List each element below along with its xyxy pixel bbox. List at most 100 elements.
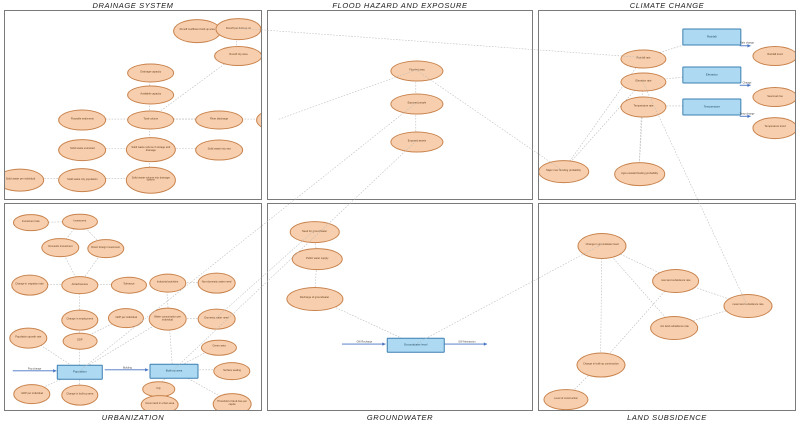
node-rainfall-rate[interactable]: Rainfall rate [620, 49, 667, 68]
node-mean-land-sub-rate[interactable]: mean land subsidence rate [723, 293, 773, 318]
node-label: Attractiveness [71, 282, 88, 286]
node-sw-city-population[interactable]: Solid waste city population [58, 168, 107, 192]
node-gdp-per-individual[interactable]: GDP per individual [108, 308, 145, 329]
flow-label: Change [742, 81, 752, 85]
flow-label: GW Abstraction [458, 340, 476, 344]
node-flooded-area[interactable]: Flooded area [390, 60, 444, 82]
node-water-consumption[interactable]: Water consumption per individual [148, 308, 187, 331]
node-rainfall[interactable]: Rainfall [682, 28, 742, 46]
node-solid-waste-extracted[interactable]: Solid waste extracted [58, 138, 107, 161]
node-direct-foreign-investment[interactable]: Direct foreign investment [86, 238, 125, 259]
node-label: Investment [73, 219, 87, 223]
node-agro-coastal-flooding[interactable]: Agro-coastal flooding probability [613, 162, 666, 187]
node-temperature-rate[interactable]: Temperature rate [620, 96, 667, 118]
node-temperature-trend[interactable]: Temperature trend [752, 116, 795, 139]
node-industrial-activities[interactable]: Industrial activities [148, 273, 187, 293]
node-label: Temperature rate [633, 104, 654, 108]
node-change-built-construction[interactable]: Change in built-up construction [576, 352, 626, 378]
node-major-river-flooding[interactable]: Major river flooding probability [539, 159, 590, 184]
node-label: Change in migration rate [15, 282, 44, 286]
node-label: Available capacity [140, 92, 162, 96]
node-elevation-rate[interactable]: Elevation rate [620, 72, 667, 92]
node-river-discharge[interactable]: River discharge [195, 110, 243, 130]
node-label: Solid waste volume if storage and draina… [131, 145, 171, 152]
node-elevation[interactable]: Elevation [682, 66, 742, 84]
node-runoff-coef[interactable]: Runoff coefficient built-up area [173, 19, 222, 43]
node-green-land-urban[interactable]: Green land in urban area [140, 394, 180, 410]
node-label: Runoff coefficient built-up area [179, 28, 215, 32]
node-investment-rate[interactable]: Investment rate [12, 213, 49, 232]
node-public-water-supply[interactable]: Public water supply [291, 248, 343, 271]
node-label: Investment rate [21, 220, 40, 224]
node-label: Solid waste into sea [207, 147, 231, 151]
node-exposed-assets[interactable]: Exposed assets [390, 131, 444, 153]
panel-title-groundwater: GROUNDWATER [366, 413, 434, 422]
node-available-capacity-ratio[interactable]: Available capacity ratio [255, 108, 261, 132]
node-green-area[interactable]: Green area [201, 339, 238, 356]
node-label: GDP [76, 338, 83, 342]
node-max-land-sub-rate[interactable]: max land subsidence rate [651, 269, 700, 293]
node-label: Rainfall rate [636, 56, 651, 60]
node-population-growth-rate[interactable]: Population growth rate [9, 327, 47, 349]
node-surface-sealing[interactable]: Surface sealing [213, 362, 251, 381]
node-non-domestic-water-need[interactable]: Non-domestic water need [197, 272, 236, 294]
node-gdp[interactable]: GDP [62, 332, 98, 350]
node-drainage-capacity[interactable]: Drainage capacity [126, 63, 175, 83]
node-investment[interactable]: Investment [61, 213, 98, 230]
node-built-up-area[interactable]: Built-up area [149, 364, 199, 379]
node-label: Temperature [703, 104, 720, 109]
node-label: Public water supply [306, 256, 329, 260]
node-label: Industrial activities [156, 280, 179, 284]
node-tolerance[interactable]: Tolerance [110, 276, 147, 294]
node-total-volume[interactable]: Total volume [126, 110, 175, 130]
node-population[interactable]: Population [56, 365, 104, 380]
node-sw-volume-drainage[interactable]: Solid waste volume into drainage system [125, 166, 176, 194]
node-level-of-construction[interactable]: Level of construction [543, 388, 589, 410]
node-sw-per-individual[interactable]: Solid waste per individual [5, 168, 45, 192]
panel-title-land-subsidence: LAND SUBSIDENCE [627, 413, 707, 422]
node-threshold-land-free[interactable]: Threshold of land-free per capita [212, 392, 252, 410]
node-label: Green area [212, 345, 226, 349]
node-min-land-sub-rate[interactable]: min land subsidence rate [650, 315, 699, 340]
flow-label: GW Recharge [356, 340, 373, 344]
node-runoff-city-area[interactable]: Runoff city area [214, 45, 261, 66]
node-groundwater-level[interactable]: Groundwater level [386, 338, 445, 353]
node-flowable-sediments[interactable]: Flowable sediments [58, 109, 107, 131]
node-label: Direct foreign investment [91, 246, 120, 250]
node-label: Change in groundwater level [585, 243, 619, 247]
node-label: Tolerance [123, 282, 135, 286]
node-label: Solid waste extracted [70, 147, 95, 151]
node-label: Water consumption per individual [154, 315, 181, 322]
node-exposed-people[interactable]: Exposed people [390, 93, 444, 115]
node-change-built-up-area[interactable]: Change in built-up area [61, 384, 99, 406]
node-label: Runoff city area [229, 53, 248, 57]
node-label: Solid waste city population [67, 177, 98, 181]
node-change-employment[interactable]: Change in employment [61, 310, 99, 331]
node-rainfall-trend[interactable]: Rainfall trend [752, 45, 795, 66]
node-gdp-per-individual-2[interactable]: GDP per individual [13, 384, 51, 405]
node-recharge-groundwater[interactable]: Recharge of groundwater [285, 286, 344, 311]
node-label: Agro-coastal flooding probability [621, 171, 659, 175]
node-label: Population growth rate [15, 335, 42, 339]
node-sw-into-sea[interactable]: Solid waste into sea [195, 139, 243, 161]
node-label: Solid waste volume into drainage system [131, 176, 170, 183]
node-label: Recharge of groundwater [299, 296, 330, 300]
node-label: Need for groundwater [302, 229, 328, 233]
node-available-capacity[interactable]: Available capacity [126, 85, 175, 105]
node-attractiveness[interactable]: Attractiveness [61, 276, 99, 294]
node-label: Sea level rise [767, 95, 783, 99]
node-label: Built-up area [165, 368, 183, 373]
node-label: Total volume [143, 117, 159, 121]
node-domestic-water-need[interactable]: Domestic water need [197, 309, 236, 330]
node-change-migration-rate[interactable]: Change in migration rate [10, 274, 49, 296]
node-label: Rainfall [707, 34, 717, 39]
node-sw-volume-storage[interactable]: Solid waste volume if storage and draina… [125, 136, 176, 163]
node-sea-level-rise[interactable]: Sea level rise [752, 87, 795, 108]
node-change-gw-level[interactable]: Change in groundwater level [577, 232, 627, 259]
node-domestic-investment[interactable]: Domestic investment [41, 237, 80, 258]
node-temperature[interactable]: Temperature [682, 98, 742, 116]
node-gw-need[interactable]: Need for groundwater [289, 221, 340, 243]
node-runoff-per-m2[interactable]: Runoff per built-up m² [215, 18, 261, 40]
